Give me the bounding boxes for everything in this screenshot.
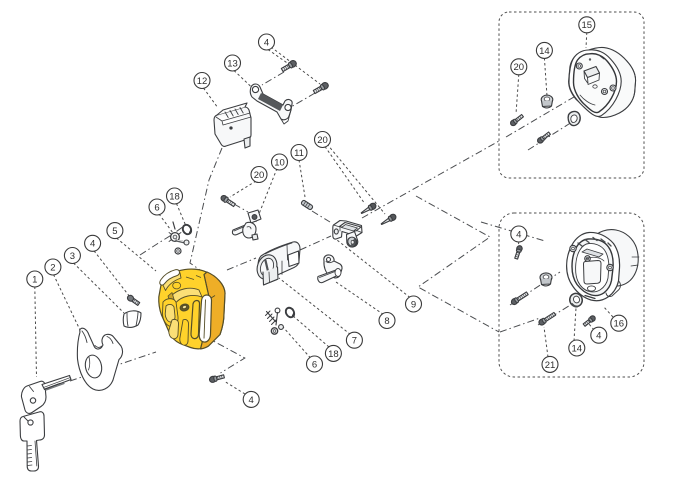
svg-text:14: 14 xyxy=(572,343,583,354)
svg-text:15: 15 xyxy=(582,20,593,31)
svg-text:16: 16 xyxy=(614,319,625,330)
svg-text:20: 20 xyxy=(514,62,525,73)
svg-text:12: 12 xyxy=(197,76,208,87)
svg-text:6: 6 xyxy=(312,359,317,370)
svg-text:20: 20 xyxy=(254,170,265,181)
svg-text:4: 4 xyxy=(596,331,601,342)
svg-text:3: 3 xyxy=(70,251,75,262)
svg-text:13: 13 xyxy=(227,58,238,69)
svg-text:9: 9 xyxy=(411,299,416,310)
svg-text:5: 5 xyxy=(112,226,117,237)
svg-text:7: 7 xyxy=(352,336,357,347)
svg-text:18: 18 xyxy=(169,191,180,202)
svg-text:10: 10 xyxy=(274,157,285,168)
svg-text:1: 1 xyxy=(32,274,37,285)
svg-text:4: 4 xyxy=(516,229,521,240)
svg-text:20: 20 xyxy=(317,135,328,146)
svg-text:4: 4 xyxy=(90,239,95,250)
svg-text:18: 18 xyxy=(328,349,339,360)
svg-text:4: 4 xyxy=(249,395,254,406)
svg-text:6: 6 xyxy=(154,202,159,213)
svg-text:21: 21 xyxy=(545,360,556,371)
svg-text:2: 2 xyxy=(50,262,55,273)
svg-text:4: 4 xyxy=(264,37,269,48)
svg-text:14: 14 xyxy=(539,46,550,57)
svg-text:11: 11 xyxy=(294,148,304,159)
svg-text:8: 8 xyxy=(384,316,389,327)
